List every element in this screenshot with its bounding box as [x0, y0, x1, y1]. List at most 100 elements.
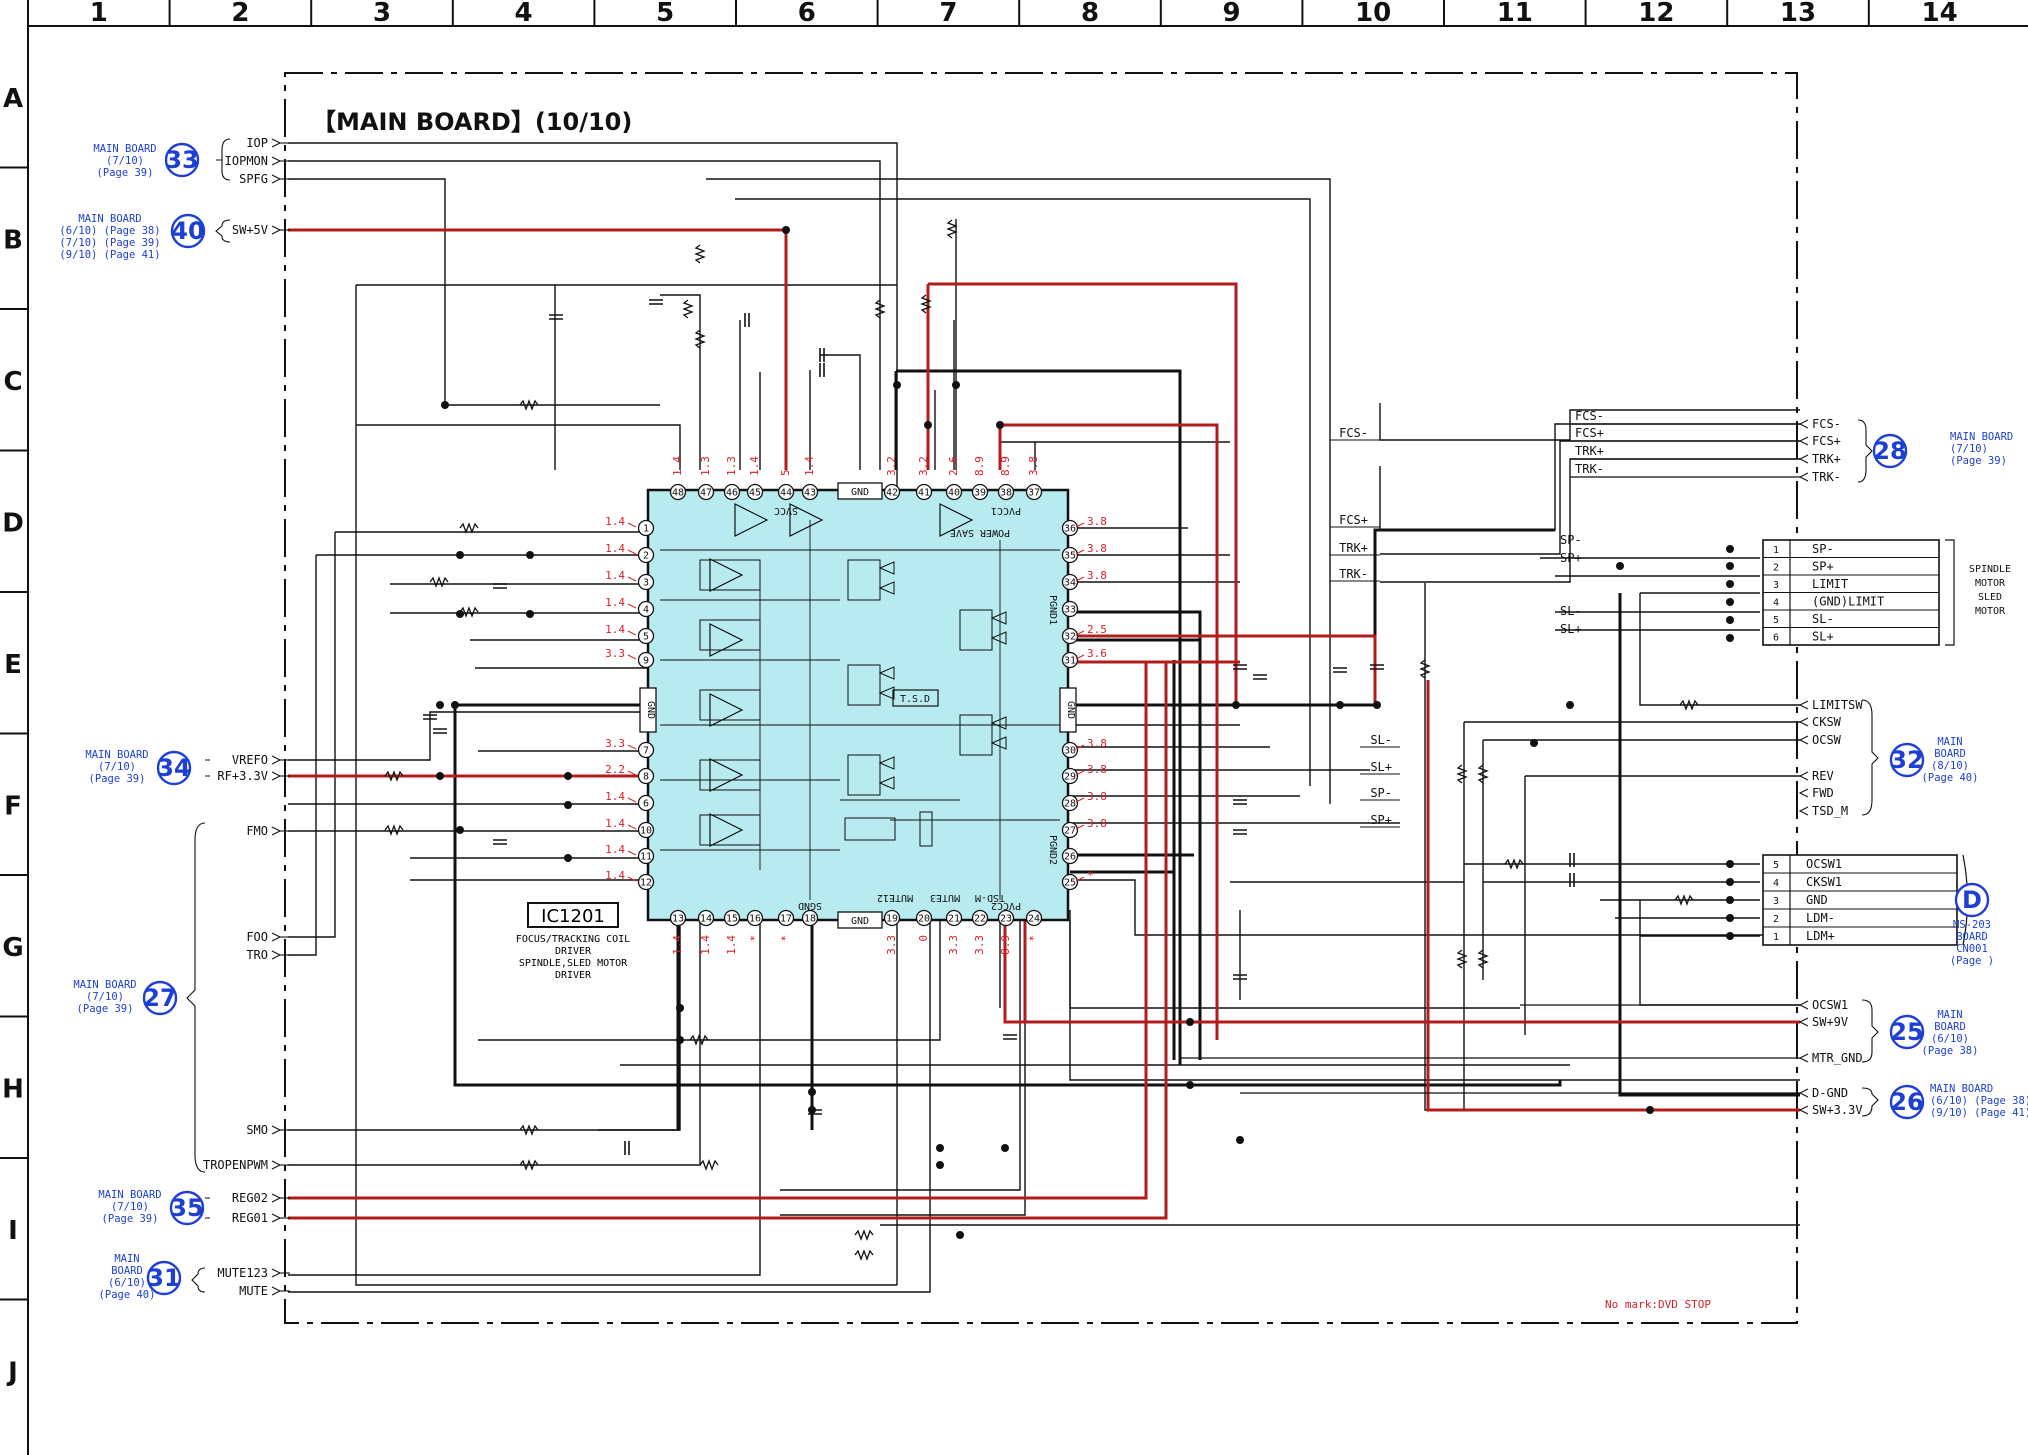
ic-desc-line: FOCUS/TRACKING COIL — [516, 934, 630, 945]
ic-pin-right-label: 30 — [1064, 746, 1076, 757]
ic-pin-top-label: 43 — [804, 488, 816, 499]
ic-top-voltage: 1.4 — [671, 456, 684, 476]
junction-dot — [676, 1004, 684, 1012]
grid-row-label: J — [6, 1357, 18, 1387]
ic-pin-right-label: 33 — [1064, 605, 1076, 616]
ic-left-voltage: 1.4 — [605, 569, 625, 582]
ic-mute-gate — [919, 811, 933, 847]
junction-dot — [526, 610, 534, 618]
left-signal-33: SPFG — [239, 172, 268, 186]
grid-row-label: G — [2, 933, 23, 963]
ic-pin-bottom — [945, 909, 963, 927]
arrow-right — [271, 174, 282, 184]
arrow-right — [271, 1213, 282, 1223]
ic-pin-top-label: 39 — [974, 488, 986, 499]
ic-pin-right-label: 31 — [1064, 656, 1076, 667]
ic-pin-right-label: 35 — [1064, 551, 1076, 562]
ref-text-r31: (Page 40) — [99, 1289, 156, 1301]
left-signal-34: VREFO — [232, 753, 268, 767]
ic-gnd-left-label: GND — [645, 701, 656, 719]
right-signal-32: LIMITSW — [1812, 698, 1863, 712]
junction-dot — [1726, 580, 1734, 588]
ic-ref-box — [527, 902, 619, 928]
junction-dot — [1616, 562, 1624, 570]
capacitor — [493, 583, 507, 589]
grid-col-label: 1 — [90, 0, 108, 28]
ic-volt-arrow — [1075, 549, 1085, 555]
ic-bridge-driver — [990, 611, 1007, 645]
left-signal-35: REG01 — [232, 1211, 268, 1225]
ic-volt-arrow — [627, 797, 637, 803]
arrow-left — [1798, 436, 1809, 446]
ref-bracket-r35 — [205, 1197, 210, 1219]
resistor — [946, 219, 958, 239]
ic-pin-top-label: 41 — [918, 488, 930, 499]
ic-pin-right — [1061, 847, 1079, 865]
junction-dot — [456, 826, 464, 834]
left-signal-27: SMO — [246, 1123, 268, 1137]
ic-bridge-block — [847, 754, 881, 796]
ic-volt-arrow — [627, 654, 637, 660]
ic-left-voltage: 1.4 — [605, 623, 625, 636]
ic-right-voltage: 3.8 — [1087, 542, 1107, 555]
motor-pin-num: 3 — [1773, 580, 1779, 591]
ic-pin-bottom — [971, 909, 989, 927]
note-text: No mark:DVD STOP — [1605, 1298, 1711, 1311]
ic-pin-bottom-label: 16 — [749, 914, 761, 925]
capacitor — [744, 313, 750, 327]
grid-col-label: 8 — [1081, 0, 1099, 28]
ic-pin-left — [637, 847, 655, 865]
ic-pin-bottom — [777, 909, 795, 927]
ref-text-r28: MAIN BOARD — [1950, 431, 2013, 443]
ref-text-r26: MAIN BOARD — [1930, 1083, 1993, 1095]
page-title: 【MAIN BOARD】(10/10) — [312, 108, 632, 136]
resistor — [874, 299, 886, 319]
mid-signal-upper: FCS+ — [1339, 513, 1368, 527]
ic-mute3-label: MUTE3 — [930, 892, 960, 903]
ref-bracket-r28 — [1857, 419, 1873, 483]
ic-tsd-label: T.S.D — [900, 694, 930, 705]
mid-signal-lower: SP- — [1370, 786, 1392, 800]
resistor — [459, 606, 479, 618]
arrow-right — [271, 1286, 282, 1296]
ic-gnd-bottom-label: GND — [851, 916, 869, 927]
ic-desc-line: DRIVER — [555, 970, 592, 981]
ic-opamp-symbol — [709, 813, 744, 847]
junction-dot — [564, 772, 572, 780]
capacitor — [1233, 799, 1247, 805]
ic-pin-right — [1061, 651, 1079, 669]
ic-desc-line: SPINDLE,SLED MOTOR — [519, 958, 628, 969]
ref-text-r34: MAIN BOARD — [85, 749, 148, 761]
motor-pin-num: 2 — [1773, 563, 1779, 574]
ref-text-r32: (Page 40) — [1922, 772, 1979, 784]
ic-opamp-symbol — [709, 693, 744, 727]
ref-text-r32: (8/10) — [1931, 760, 1969, 772]
arrow-left — [1798, 717, 1809, 727]
resistor — [920, 294, 932, 314]
group28-inner-label: TRK+ — [1575, 444, 1604, 458]
left-signal-27: TRO — [246, 948, 268, 962]
ic-internal-wires — [660, 520, 1060, 900]
ms203-pin-name: LDM- — [1806, 911, 1835, 925]
mid-signal-motor: SL- — [1560, 604, 1582, 618]
ic-pin-bottom-label: 14 — [700, 914, 712, 925]
ic-pin-left — [637, 627, 655, 645]
ic-pin-top-label: 46 — [726, 488, 738, 499]
ic-left-voltage: 2.2 — [605, 763, 625, 776]
ic-pin-bottom — [883, 909, 901, 927]
ref-bubble-rD — [1954, 882, 1990, 918]
arrow-left — [1798, 788, 1809, 798]
ms203-pin-name: CKSW1 — [1806, 875, 1842, 889]
resistor — [1504, 858, 1524, 870]
capacitor — [1233, 829, 1247, 835]
ic-powersave-label: POWER SAVE — [950, 527, 1010, 538]
ic-top-voltage: 1.3 — [725, 456, 738, 476]
ref-text-r33: MAIN BOARD — [93, 143, 156, 155]
capacitor — [1333, 667, 1347, 673]
ref-text-r34: (7/10) — [98, 761, 136, 773]
ic-pin-right — [1061, 794, 1079, 812]
ic-pin-left — [637, 873, 655, 891]
ref-bubble-r35 — [169, 1190, 205, 1226]
motor-pin-name: LIMIT — [1812, 577, 1848, 591]
junction-dot — [1726, 562, 1734, 570]
